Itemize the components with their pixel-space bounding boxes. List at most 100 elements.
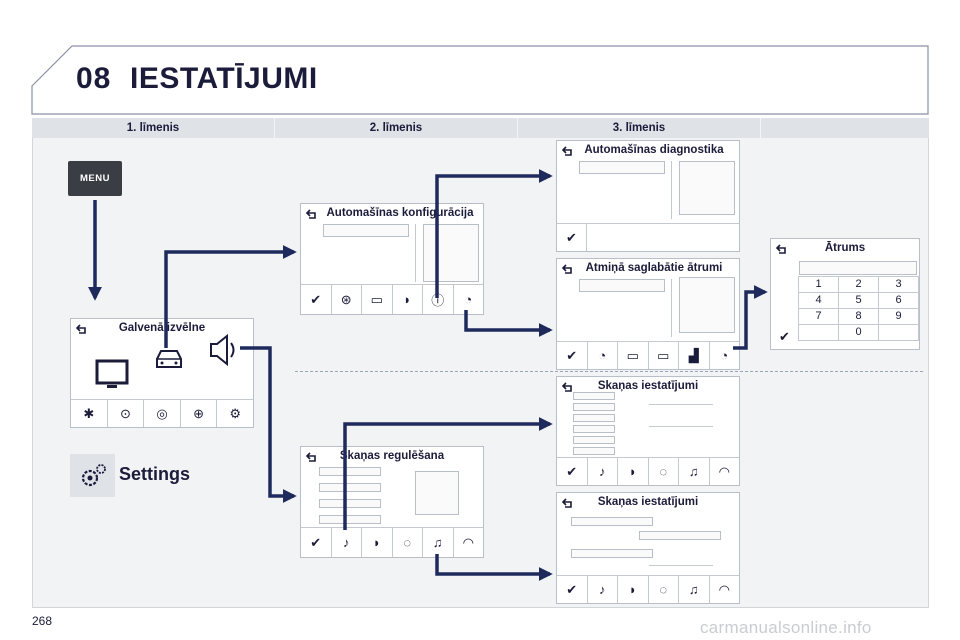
delete-icon[interactable]: ▭: [649, 342, 679, 369]
option-field[interactable]: [571, 517, 653, 526]
screen-title: Ātrums: [824, 242, 866, 254]
balance-pad[interactable]: [415, 471, 459, 515]
back-icon[interactable]: [561, 263, 575, 275]
back-icon[interactable]: [561, 145, 575, 157]
option-field[interactable]: [573, 403, 615, 411]
check-icon[interactable]: ✔: [301, 528, 332, 557]
surround-icon[interactable]: ◌: [393, 528, 423, 557]
car-config-screen: Automašīnas konfigurācija ✔ ⊛ ▭ ◗ ⓘ ◔: [300, 203, 484, 315]
level-3-label: 3. līmenis: [518, 118, 761, 138]
option-field[interactable]: [571, 549, 653, 558]
option-field[interactable]: [573, 392, 615, 400]
slider-field[interactable]: [319, 483, 381, 492]
key-2[interactable]: 2: [839, 277, 879, 293]
signal-icon[interactable]: ▟: [679, 342, 710, 369]
option-field[interactable]: [639, 531, 721, 540]
back-icon[interactable]: [775, 243, 789, 255]
slider-field[interactable]: [319, 515, 381, 524]
gears-icon[interactable]: ⚙: [229, 405, 241, 421]
option-field[interactable]: [573, 425, 615, 433]
option-field[interactable]: [573, 414, 615, 422]
check-icon[interactable]: ✔: [557, 342, 588, 369]
key-6[interactable]: 6: [879, 293, 919, 309]
text-field[interactable]: [323, 224, 409, 237]
back-icon[interactable]: [305, 451, 319, 463]
settings-icon-box[interactable]: [70, 454, 115, 497]
surround-icon[interactable]: ◌: [649, 576, 679, 603]
option-field[interactable]: [573, 447, 615, 455]
speaker-icon[interactable]: [205, 333, 241, 367]
gps-icon[interactable]: ⊙: [108, 400, 145, 427]
car-icon[interactable]: [151, 347, 187, 371]
option-field[interactable]: [573, 436, 615, 444]
key-8[interactable]: 8: [839, 309, 879, 325]
sound-adjust-screen: Skaņas regulēšana ✔ ♪ ◗ ◌ ♫ ◠: [300, 446, 484, 558]
speed-limit-icon[interactable]: ◔: [720, 348, 729, 363]
section-divider: [295, 371, 923, 372]
key-4[interactable]: 4: [799, 293, 839, 309]
slider-field[interactable]: [319, 467, 381, 476]
key-1[interactable]: 1: [799, 277, 839, 293]
radio-icon[interactable]: ◎: [144, 400, 181, 427]
voice-icon[interactable]: ◠: [718, 463, 730, 479]
slider-field[interactable]: [319, 499, 381, 508]
speedometer-icon[interactable]: ◔: [588, 342, 618, 369]
key-0[interactable]: 0: [839, 325, 879, 341]
speed-input[interactable]: [799, 261, 917, 275]
globe-icon[interactable]: ⊕: [181, 400, 218, 427]
screen-title: Automašīnas diagnostika: [584, 144, 724, 156]
check-icon[interactable]: ✔: [557, 224, 587, 251]
volume-icon[interactable]: ◗: [362, 528, 393, 557]
surround-icon[interactable]: ◌: [649, 458, 679, 485]
level-bar: 1. līmenis 2. līmenis 3. līmenis: [32, 118, 929, 138]
monitor-icon[interactable]: [95, 359, 129, 391]
check-icon[interactable]: ✔: [557, 576, 588, 603]
screen-title: Skaņas iestatījumi: [597, 380, 699, 392]
key-9[interactable]: 9: [879, 309, 919, 325]
speed-screen: Ātrums ✔: [770, 238, 920, 350]
music-icon[interactable]: ♫: [679, 458, 710, 485]
info-icon[interactable]: ⓘ: [423, 285, 454, 314]
music-icon[interactable]: ♫: [423, 528, 454, 557]
screen-title: Automašīnas konfigurācija: [326, 207, 474, 219]
key-5[interactable]: 5: [839, 293, 879, 309]
eq-icon[interactable]: ♪: [332, 528, 362, 557]
screen-title: Skaņas iestatījumi: [597, 496, 699, 508]
back-icon[interactable]: [75, 323, 89, 335]
back-icon[interactable]: [561, 497, 575, 509]
voice-icon[interactable]: ◠: [718, 581, 730, 597]
preview-box: [679, 161, 735, 215]
battery-icon[interactable]: ▭: [362, 285, 393, 314]
volume-icon[interactable]: ◗: [618, 576, 649, 603]
menu-button[interactable]: MENU: [68, 161, 122, 196]
level-2-label: 2. līmenis: [275, 118, 518, 138]
text-field[interactable]: [579, 279, 665, 292]
main-menu-screen: Galvenā izvēlne ✱ ⊙ ◎ ⊕ ⚙: [70, 318, 254, 428]
panel-divider: [415, 224, 416, 282]
back-icon[interactable]: [305, 208, 319, 220]
slider-track[interactable]: [649, 565, 713, 566]
key-3[interactable]: 3: [879, 277, 919, 293]
chapter-number: 08: [76, 62, 112, 95]
speed-keypad: 1 2 3 4 5 6 7 8 9 0: [798, 276, 920, 341]
slider-track[interactable]: [649, 404, 713, 405]
text-field[interactable]: [579, 161, 665, 174]
volume-icon[interactable]: ◗: [618, 458, 649, 485]
eq-icon[interactable]: ♪: [588, 576, 618, 603]
steering-wheel-icon[interactable]: ⊛: [332, 285, 362, 314]
check-icon[interactable]: ✔: [557, 458, 588, 485]
bluetooth-icon[interactable]: ✱: [71, 400, 108, 427]
saved-speeds-screen: Atmiņā saglabātie ātrumi ✔ ◔ ▭ ▭ ▟ ◔: [556, 258, 740, 370]
add-icon[interactable]: ▭: [618, 342, 649, 369]
speedometer-icon[interactable]: ◔: [464, 292, 473, 307]
eq-icon[interactable]: ♪: [588, 458, 618, 485]
check-icon[interactable]: ✔: [301, 285, 332, 314]
check-icon[interactable]: ✔: [779, 329, 790, 344]
music-icon[interactable]: ♫: [679, 576, 710, 603]
voice-icon[interactable]: ◠: [462, 534, 474, 550]
key-7[interactable]: 7: [799, 309, 839, 325]
light-icon[interactable]: ◗: [393, 285, 423, 314]
slider-track[interactable]: [649, 426, 713, 427]
back-icon[interactable]: [561, 381, 575, 393]
main-menu-toolbar: ✱ ⊙ ◎ ⊕ ⚙: [71, 399, 253, 427]
